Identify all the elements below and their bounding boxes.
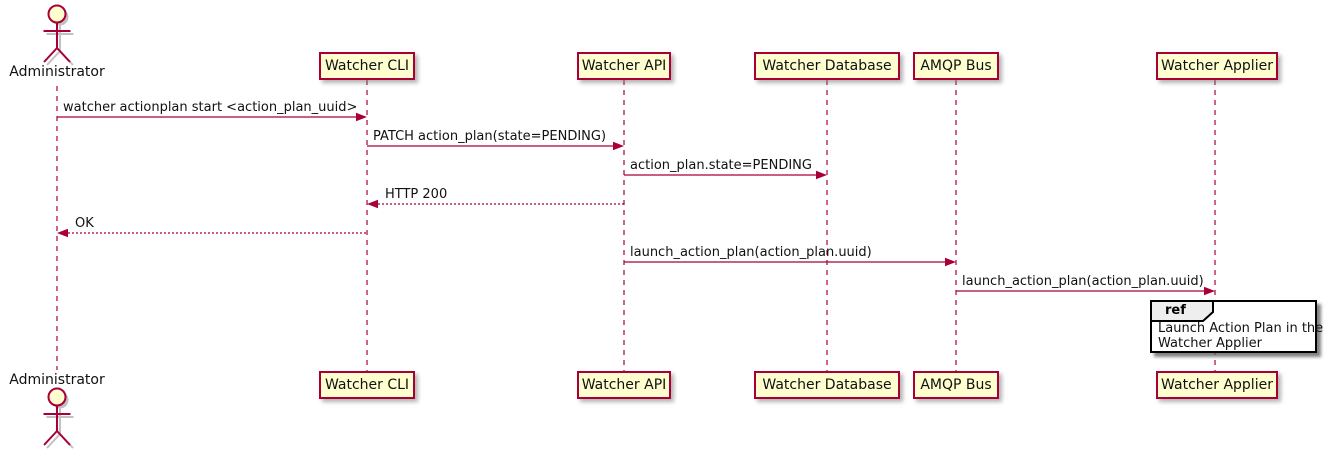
participant-amqp-bus-bottom: AMQP Bus [913, 371, 999, 399]
ref-body-line-1: Launch Action Plan in the [1158, 321, 1324, 336]
ref-body-line-2: Watcher Applier [1158, 336, 1262, 351]
ref-body-text: Launch Action Plan in the Watcher Applie… [1158, 321, 1323, 351]
participant-watcher-applier-bottom: Watcher Applier [1156, 371, 1278, 399]
message-arrow-4 [367, 199, 624, 209]
message-label-4: HTTP 200 [385, 187, 448, 202]
administrator-actor-icon-bottom [43, 387, 71, 446]
message-arrow-1 [57, 112, 367, 122]
participant-watcher-api-top: Watcher API [577, 52, 671, 80]
message-arrow-7 [956, 286, 1215, 296]
participant-watcher-database-bottom: Watcher Database [754, 371, 900, 399]
message-arrow-3 [624, 170, 827, 180]
message-label-6: launch_action_plan(action_plan.uuid) [630, 245, 872, 260]
participant-watcher-cli-top: Watcher CLI [319, 52, 415, 80]
participant-watcher-applier-top: Watcher Applier [1156, 52, 1278, 80]
ref-tag-label: ref [1165, 303, 1186, 318]
message-label-3: action_plan.state=PENDING [630, 158, 812, 173]
message-label-2: PATCH action_plan(state=PENDING) [373, 129, 607, 144]
participant-watcher-api-bottom: Watcher API [577, 371, 671, 399]
participant-amqp-bus-top: AMQP Bus [913, 52, 999, 80]
message-label-1: watcher actionplan start <action_plan_uu… [63, 100, 358, 115]
ref-frame: ref Launch Action Plan in the Watcher Ap… [1150, 300, 1323, 353]
administrator-actor-icon [43, 4, 71, 63]
message-arrow-2 [367, 141, 624, 151]
message-arrow-6 [624, 257, 956, 267]
actor-label-administrator-bottom: Administrator [9, 372, 105, 388]
message-label-7: launch_action_plan(action_plan.uuid) [962, 274, 1204, 289]
participant-watcher-database-top: Watcher Database [754, 52, 900, 80]
message-arrow-5 [57, 228, 367, 238]
message-label-5: OK [75, 216, 94, 231]
ref-tab-shape [1150, 300, 1214, 322]
actor-label-administrator-top: Administrator [9, 64, 105, 80]
participant-watcher-cli-bottom: Watcher CLI [319, 371, 415, 399]
